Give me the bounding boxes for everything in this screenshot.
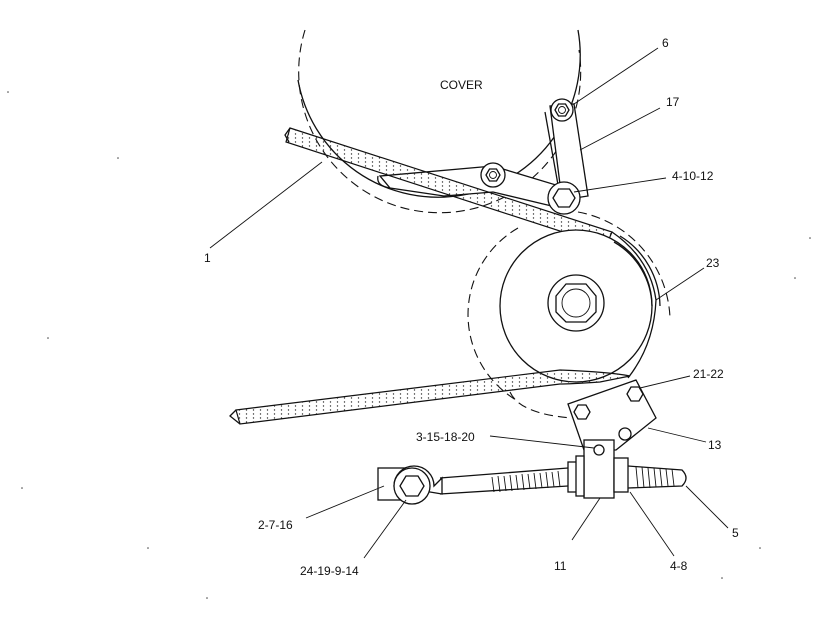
callout-11: 11 — [554, 559, 567, 573]
callout-4-10-12: 4-10-12 — [672, 169, 714, 183]
callout-24-19-9-14: 24-19-9-14 — [300, 564, 359, 578]
callout-4-8: 4-8 — [670, 559, 688, 573]
cover-label: COVER — [440, 78, 483, 92]
scan-specks — [7, 91, 811, 599]
belt-lower — [229, 369, 631, 425]
callout-1: 1 — [204, 251, 211, 265]
callout-23: 23 — [706, 256, 720, 270]
callout-3-15-18-20: 3-15-18-20 — [416, 430, 475, 444]
callout-13: 13 — [708, 438, 722, 452]
rod-end — [377, 465, 443, 505]
threaded-rod — [439, 465, 687, 495]
adjusting-block — [567, 439, 629, 499]
callout-2-7-16: 2-7-16 — [258, 518, 293, 532]
callout-17: 17 — [666, 95, 680, 109]
callout-6: 6 — [662, 36, 669, 50]
leader-lines — [209, 47, 729, 559]
callout-labels: 1 6 17 4-10-12 23 21-22 13 3-15-18-20 2-… — [204, 36, 739, 578]
callout-5: 5 — [732, 526, 739, 540]
bolt-4-10-12 — [547, 181, 581, 215]
bolt-6 — [550, 98, 574, 122]
bolt-pivot — [480, 162, 506, 188]
bracket-13 — [567, 379, 657, 451]
pulley-23 — [467, 211, 671, 401]
callout-21-22: 21-22 — [693, 367, 724, 381]
